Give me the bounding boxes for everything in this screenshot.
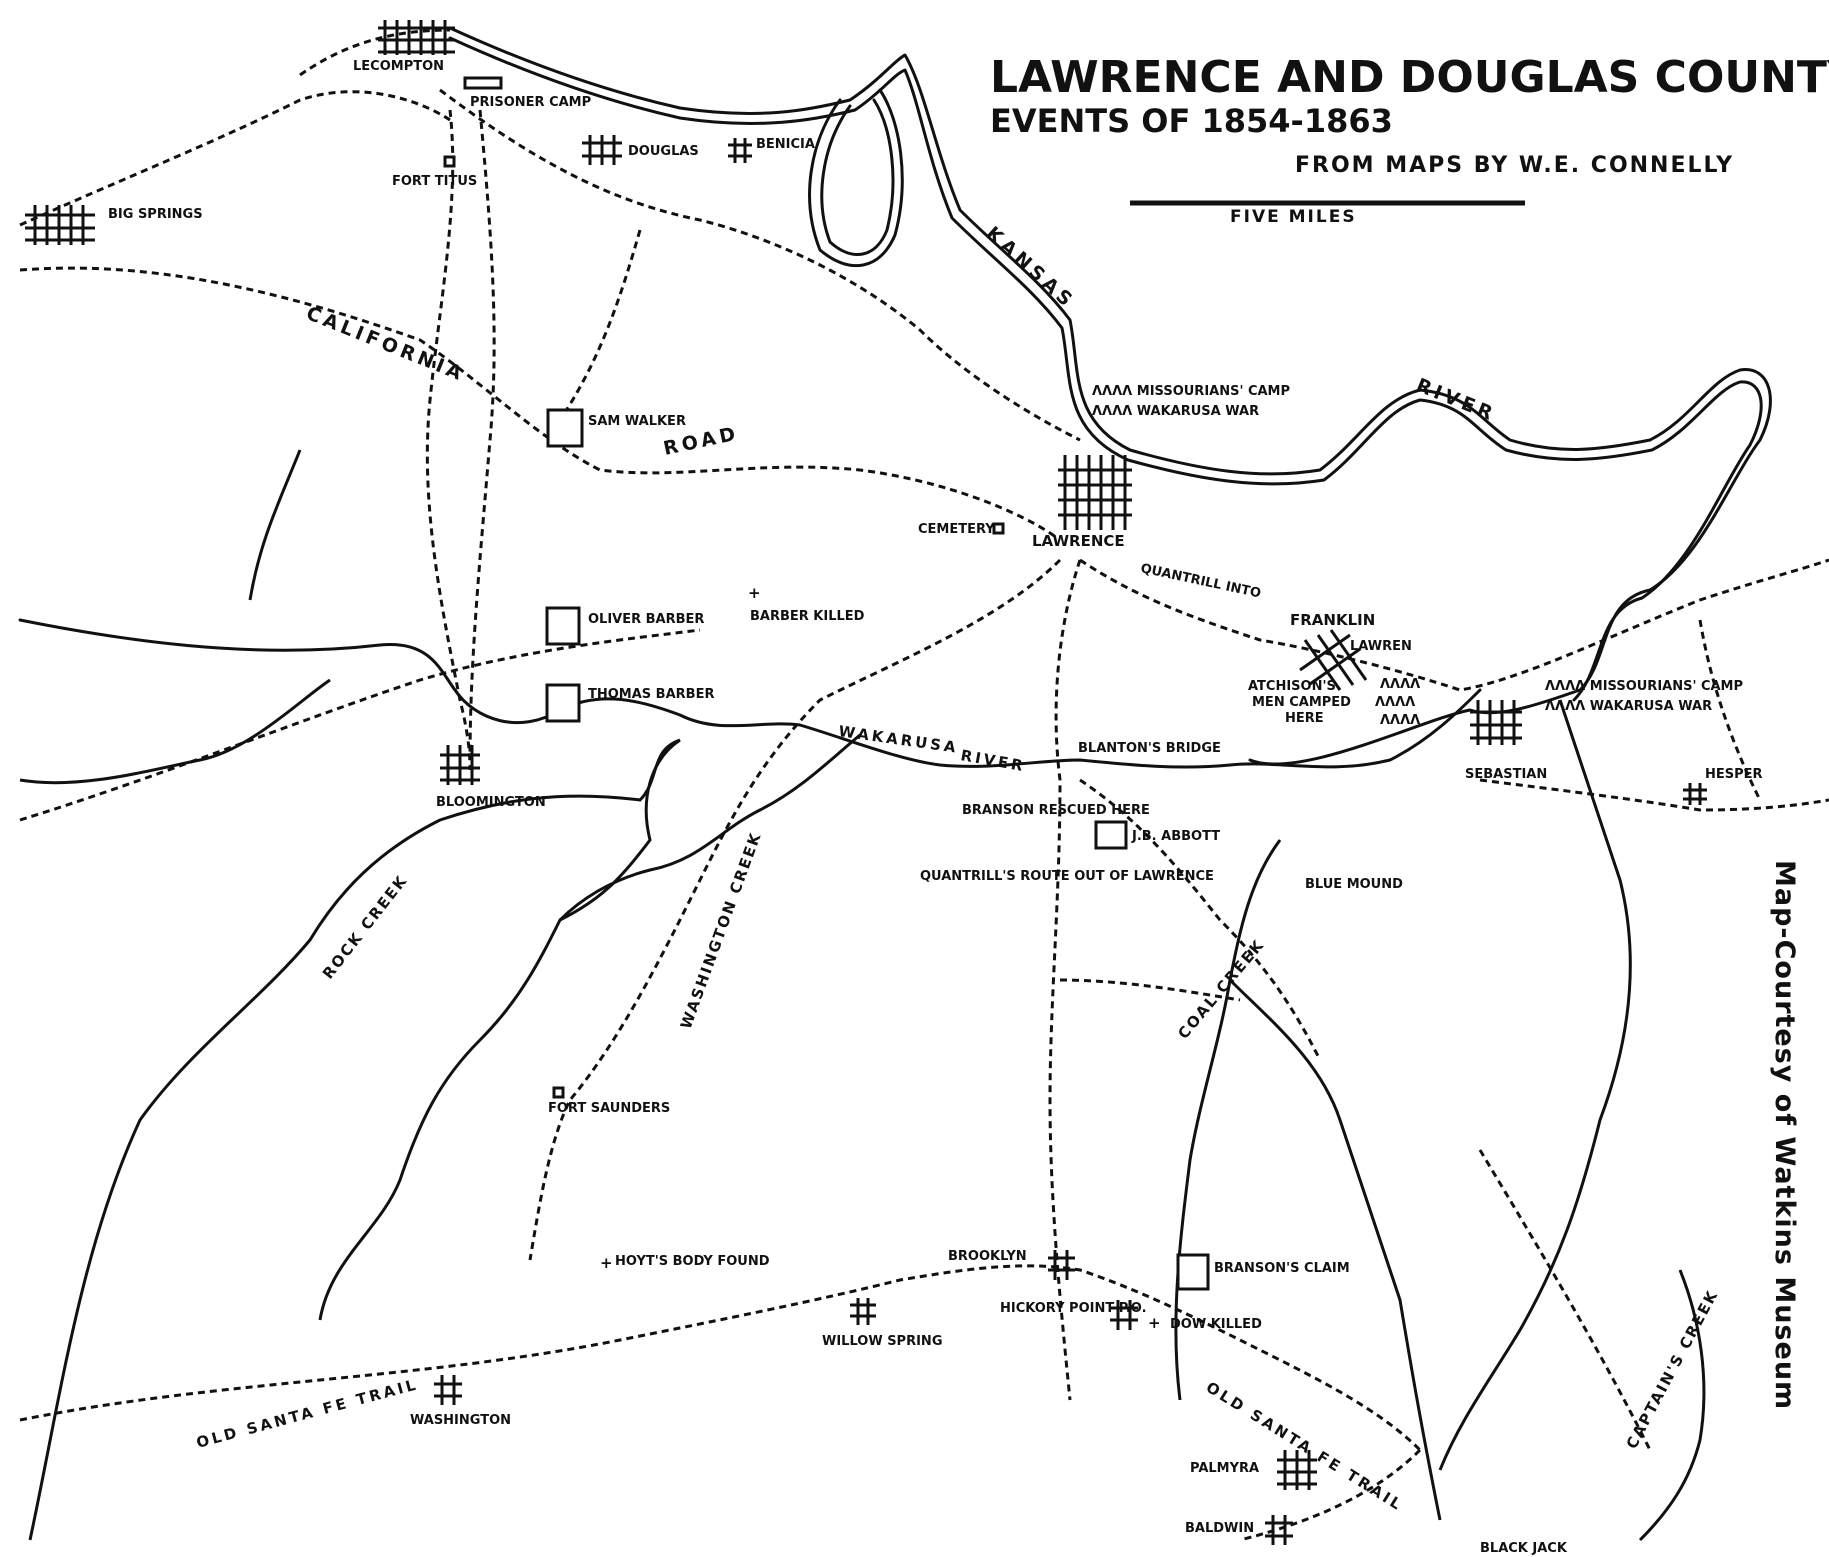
kansas-river [448,26,1772,766]
town-grid-douglas [582,135,622,165]
map-title: LAWRENCE AND DOUGLAS COUNTY [990,52,1829,103]
wakarusa-war-label-2: ΛΛΛΛ WAKARUSA WAR [1545,699,1712,714]
thomas-barber-label: THOMAS BARBER [588,687,714,702]
oliver-barber-marker [545,606,581,646]
kansas-river-label-1: KANSAS [982,222,1080,313]
washington-creek-label: WASHINGTON CREEK [677,829,765,1031]
oliver-barber-label: OLIVER BARBER [588,612,704,627]
town-grid-baldwin [1265,1515,1293,1545]
sam-walker-marker [546,408,584,448]
town-douglas: DOUGLAS [628,144,699,159]
quantrill-into-label: QUANTRILL INTO [1139,561,1262,601]
barber-killed-label: BARBER KILLED [750,609,865,624]
prisoner-camp-marker [463,76,503,90]
town-grid-big-springs [25,205,95,245]
map-subtitle: EVENTS OF 1854-1863 [990,102,1393,140]
town-grid-brooklyn [1048,1250,1075,1280]
blantons-bridge-label: BLANTON'S BRIDGE [1078,741,1221,756]
town-grid-bloomington [440,745,480,785]
roads [19,28,1829,1542]
town-grid-lawrence [1058,455,1132,530]
town-washington: WASHINGTON [410,1413,511,1428]
town-franklin: FRANKLIN [1290,611,1375,629]
scale-label: FIVE MILES [1230,207,1357,227]
wakarusa-river [18,618,1482,769]
missourians-camp-label-1: ΛΛΛΛ MISSOURIANS' CAMP [1092,384,1290,399]
barber-killed-cross: + [748,584,761,602]
jb-abbott-label: J.B. ABBOTT [1131,829,1220,844]
hoyts-body-cross: + [600,1254,613,1272]
map-source: FROM MAPS BY W.E. CONNELLY [1295,153,1734,178]
fort-titus-label: FORT TITUS [392,174,477,189]
fort-saunders-label: FORT SAUNDERS [548,1101,670,1116]
town-hickory-point: HICKORY POINT P.O. [1000,1301,1147,1316]
santa-fe-trail-west-label: OLD SANTA FE TRAIL [194,1375,420,1452]
fort-titus-marker [443,155,456,168]
town-grid-washington [434,1375,462,1405]
town-baldwin: BALDWIN [1185,1521,1254,1536]
bransons-claim-marker [1176,1253,1210,1291]
thomas-barber-marker [545,683,581,723]
dow-killed-label: DOW KILLED [1170,1317,1262,1332]
town-hesper: HESPER [1705,767,1763,782]
town-big-springs: BIG SPRINGS [108,207,203,222]
dow-killed-cross: + [1148,1314,1161,1332]
town-sebastian: SEBASTIAN [1465,767,1547,782]
atchison-men-label-2: MEN CAMPED [1252,695,1351,710]
blue-mound-label: BLUE MOUND [1305,877,1403,892]
town-grid-palmyra [1277,1450,1317,1490]
tents-1: ΛΛΛΛ [1380,677,1420,692]
branson-rescued-label: BRANSON RESCUED HERE [962,803,1150,818]
santa-fe-trail-east-label: OLD SANTA FE TRAIL [1203,1378,1407,1515]
town-grid-hesper [1683,783,1707,805]
bransons-claim-label: BRANSON'S CLAIM [1214,1261,1350,1276]
hoyts-body-label: HOYT'S BODY FOUND [615,1254,770,1269]
museum-credit: Map-Courtesy of Watkins Museum [1769,860,1800,1410]
creeks [19,449,1706,1542]
wakarusa-label-2: RIVER [959,746,1027,775]
town-grid-lecompton [378,20,455,55]
town-grid-benicia [728,138,752,163]
jb-abbott-marker [1094,820,1128,850]
wakarusa-war-label-1: ΛΛΛΛ WAKARUSA WAR [1092,404,1259,419]
town-bloomington: BLOOMINGTON [436,795,546,810]
town-lawrence: LAWRENCE [1032,532,1125,550]
lawrence-short-label: LAWREN [1350,639,1412,654]
cemetery-marker [992,522,1005,535]
town-grid-franklin [1299,629,1368,691]
town-brooklyn: BROOKLYN [948,1249,1027,1264]
atchison-men-label-3: HERE [1285,711,1324,726]
town-willow-spring: WILLOW SPRING [822,1334,943,1349]
town-grid-sebastian [1470,700,1522,745]
california-road-label-1: CALIFORNIA [303,302,468,386]
town-lecompton: LECOMPTON [353,59,444,74]
tents-3: ΛΛΛΛ [1380,713,1420,728]
town-benicia: BENICIA [756,137,815,152]
sam-walker-label: SAM WALKER [588,414,686,429]
rock-creek-label: ROCK CREEK [319,871,411,982]
atchison-men-label-1: ATCHISON'S [1248,679,1336,694]
quantrill-route-label: QUANTRILL'S ROUTE OUT OF LAWRENCE [920,869,1214,884]
tents-2: ΛΛΛΛ [1375,695,1415,710]
cemetery-label: CEMETERY [918,522,995,537]
town-grid-hickory-point [1110,1300,1138,1330]
town-black-jack: BLACK JACK [1480,1541,1568,1556]
town-palmyra: PALMYRA [1190,1461,1259,1476]
prisoner-camp-label: PRISONER CAMP [470,95,591,110]
fort-saunders-marker [552,1086,565,1099]
missourians-camp-label-2: ΛΛΛΛ MISSOURIANS' CAMP [1545,679,1743,694]
town-grid-willow-spring [850,1298,876,1325]
